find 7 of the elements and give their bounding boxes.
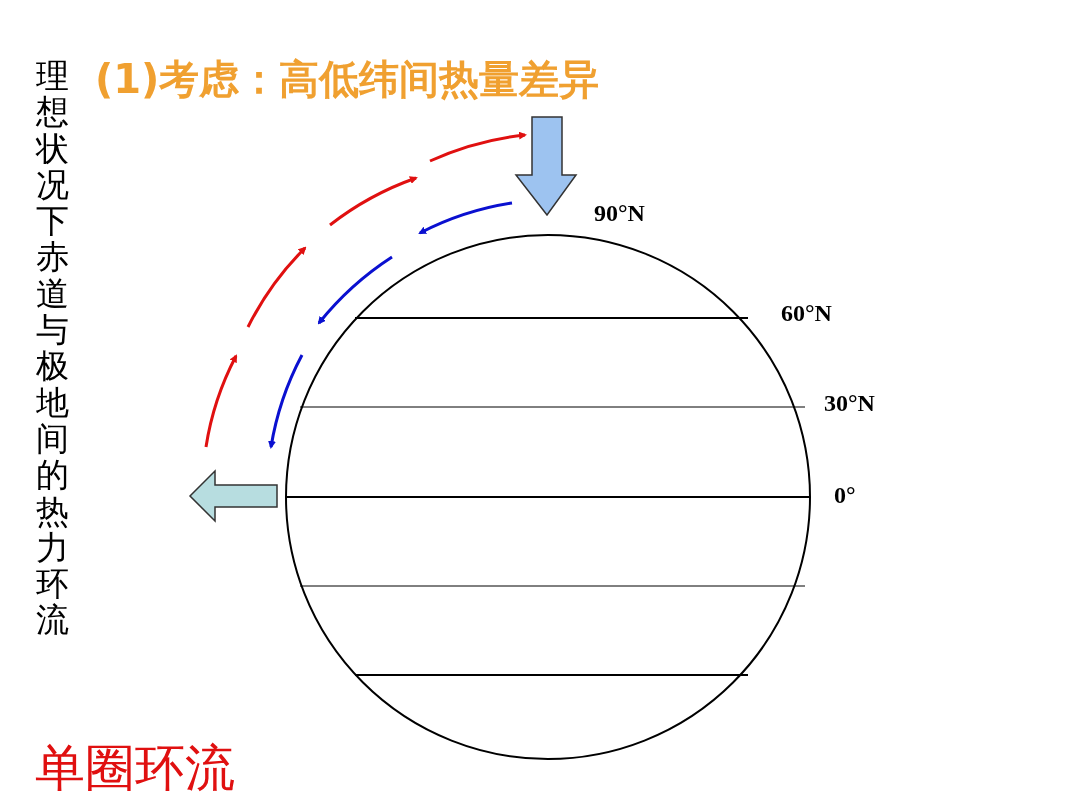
title: (1)考虑：高低纬间热量差异 (95, 55, 600, 104)
circulation-label: 单圈环流 (35, 738, 235, 799)
latitude-label: 0° (834, 482, 856, 509)
side-heading: 理想状况下赤道与极地间的热力环流 (36, 58, 69, 639)
latitude-label: 30°N (824, 390, 875, 417)
latitude-label: 90°N (594, 200, 645, 227)
latitude-label: 60°N (781, 300, 832, 327)
